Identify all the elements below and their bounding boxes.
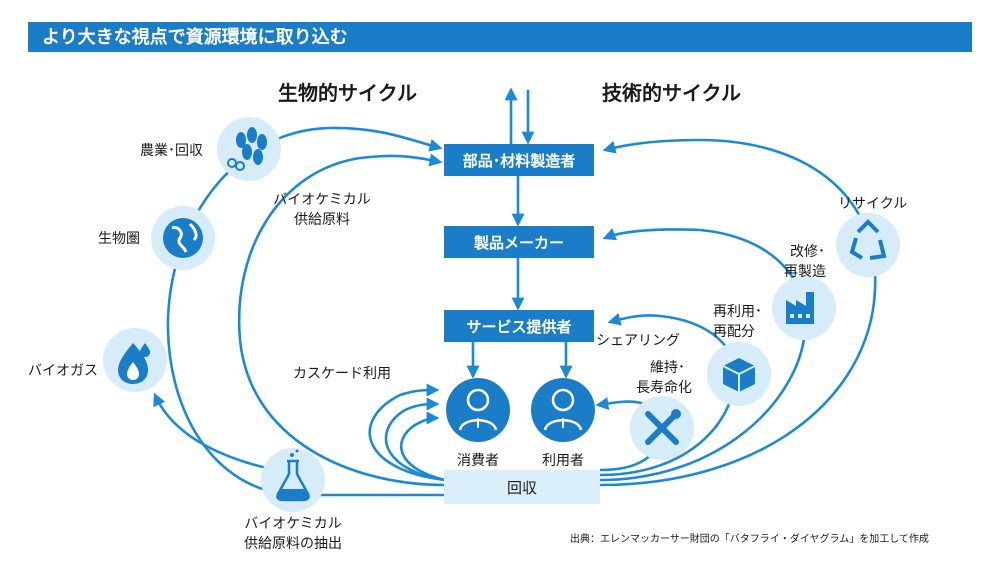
reuse-label-line1: 再利用･ [713, 304, 762, 320]
feedstock-label-line2: 供給原料 [294, 212, 350, 228]
recycle-label: リサイクル [838, 196, 907, 212]
user-icon [531, 378, 595, 442]
consumer-label: 消費者 [457, 453, 499, 469]
biological-cycle-title: 生物的サイクル [278, 81, 417, 105]
sharing-label: シェアリング [596, 333, 680, 349]
source-note: 出典：エレンマッカーサー財団の「バタフライ・ダイヤグラム」を加工して作成 [570, 532, 929, 545]
globe-icon [151, 206, 215, 270]
maintain-label-line1: 維持･ [650, 360, 685, 376]
factory-icon [772, 276, 836, 340]
feedstock-label-line1: バイオケミカル [273, 192, 371, 208]
service-provider-box [444, 310, 594, 342]
flame-drop-icon [103, 328, 167, 392]
parts-manufacturer-box [444, 144, 594, 176]
header-title: より大きな視点で資源環境に取り込む [42, 26, 348, 48]
box-icon [707, 342, 771, 406]
header-bar [28, 22, 972, 52]
technical-cycle-title: 技術的サイクル [602, 81, 741, 105]
service-provider-label: サービス提供者 [466, 318, 571, 336]
wheat-icon [217, 117, 281, 181]
maintain-label-line2: 長寿命化 [636, 379, 692, 396]
consumer-icon [446, 378, 510, 442]
extraction-label-line2: 供給原料の抽出 [244, 536, 342, 552]
parts-manufacturer-label: 部品･材料製造者 [463, 152, 576, 170]
reuse-label-line2: 再配分 [713, 324, 755, 340]
recycle-icon [836, 213, 900, 277]
biogas-label: バイオガス [28, 363, 98, 379]
collection-label: 回収 [507, 479, 537, 497]
product-maker-box [444, 226, 594, 258]
flask-icon [261, 448, 325, 512]
biosphere-label: 生物圏 [98, 231, 140, 247]
refurbish-label-line2: 再製造 [784, 264, 826, 280]
refurbish-label-line1: 改修･ [790, 244, 825, 260]
user-label: 利用者 [542, 453, 584, 469]
farming-label: 農業･回収 [140, 143, 203, 159]
extraction-label-line1: バイオケミカル [244, 516, 342, 532]
product-maker-label: 製品メーカー [473, 234, 564, 252]
tools-icon [630, 396, 694, 460]
cascade-label: カスケード利用 [293, 366, 391, 382]
collection-box [444, 470, 600, 504]
